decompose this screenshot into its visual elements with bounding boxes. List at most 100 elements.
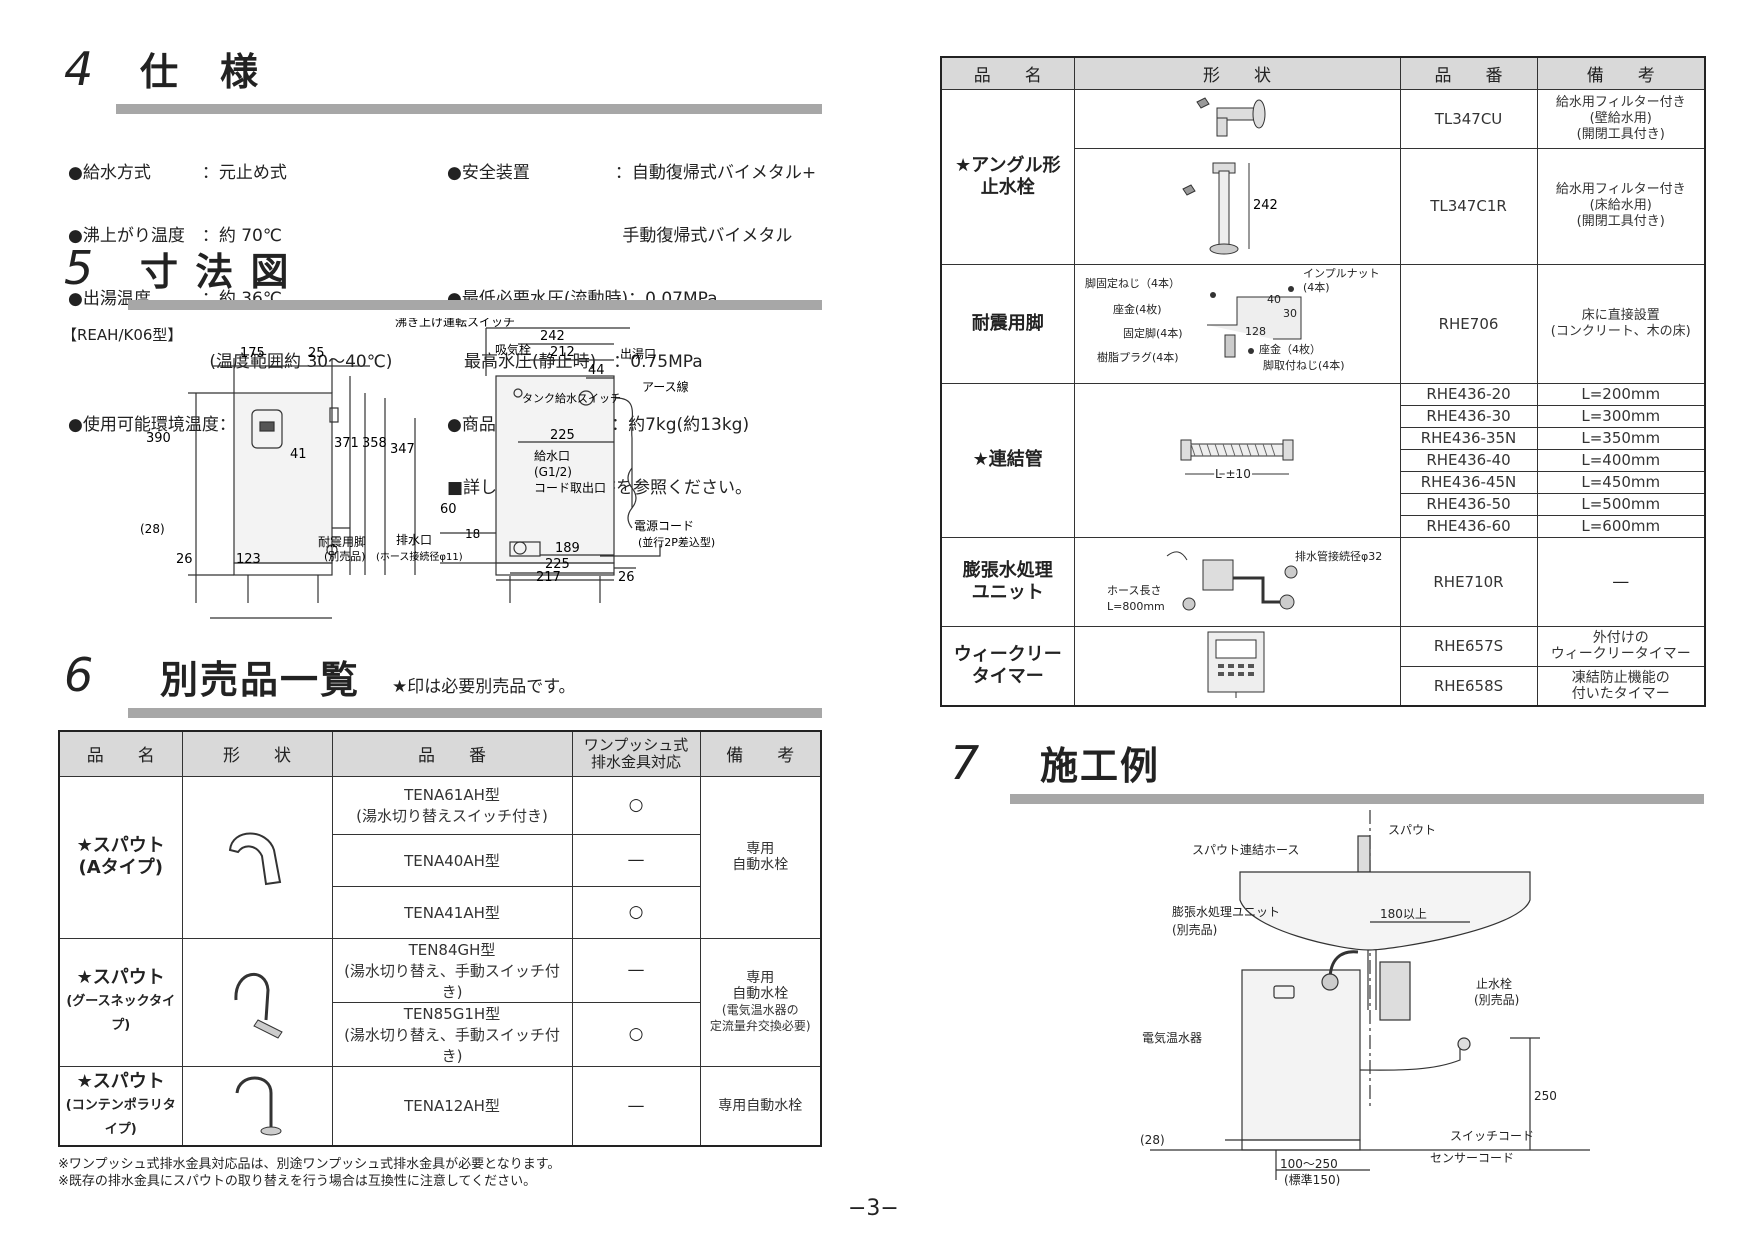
col-header: 品 名 [58, 730, 183, 777]
part-number: TEN85G1H型 [403, 1004, 501, 1023]
leg-label: 座金(4枚) [1113, 302, 1162, 316]
footnote: ※ワンプッシュ式排水金具対応品は、別途ワンプッシュ式排水金具が必要となります。 [58, 1157, 561, 1172]
leg-label: 脚取付ねじ(4本) [1263, 358, 1345, 372]
install-label: スパウト [1388, 823, 1436, 837]
onepush-mark: — [571, 1065, 701, 1147]
part-number: TEN84GH型 [408, 940, 496, 959]
install-label: (別売品) [1172, 922, 1217, 937]
section-7-number: 7 [950, 736, 980, 790]
note-cell: 凍結防止機能の 付いたタイマー [1536, 665, 1706, 707]
col-header: 備 考 [699, 730, 822, 777]
note-text: 専用 自動水栓 [732, 970, 789, 1002]
connecting-pipe-illustration: L ±10 [1073, 382, 1401, 538]
product-name: ★スパウト (グースネックタイプ) [58, 937, 183, 1067]
spout-a-illustration [181, 775, 333, 939]
part-number: RHE706 [1399, 263, 1538, 384]
dim-175: 175 [240, 346, 265, 361]
leg-dim: 30 [1283, 307, 1297, 320]
onepush-mark: ○ [571, 1001, 701, 1067]
accessories-table: 品 名 形 状 品 番 備 考 ★アングル形 止水栓 TL347CU 給水用フィ… [940, 56, 1706, 707]
note-cell: L=350mm [1536, 426, 1706, 450]
note-cell: 専用自動水栓 [699, 1065, 822, 1147]
dim-label: 吸気栓 [495, 342, 531, 357]
dim-25: 25 [308, 346, 325, 361]
note-cell: L=600mm [1536, 514, 1706, 538]
install-label: (標準150) [1284, 1172, 1340, 1187]
section-4-bar [116, 104, 822, 114]
spout-contemporary-illustration [181, 1065, 333, 1147]
note-cell: L=200mm [1536, 382, 1706, 406]
dimension-drawing: 175 25 390 41 (28) 26 123 沸き上げ運転スイッチ 280… [140, 318, 715, 619]
install-label: スパウト連結ホース [1192, 843, 1299, 857]
spec-line: ●沸上がり温度 ：約 70℃ [68, 226, 282, 246]
part-number: RHE710R [1399, 536, 1538, 627]
dim-label: (ホース接続径φ11) [376, 550, 463, 563]
dim-label: 排水口 [396, 533, 432, 547]
note-cell: 床に直接設置 (コンクリート、木の床) [1536, 263, 1706, 384]
section-5-number: 5 [64, 241, 94, 295]
part-number: TL347CU [1399, 88, 1538, 149]
product-name: 膨張水処理 ユニット [940, 536, 1075, 627]
part-number: TL347C1R [1399, 147, 1538, 265]
leg-dim: 128 [1245, 325, 1266, 338]
install-label: スイッチコード [1450, 1129, 1534, 1143]
section-6-note: ★印は必要別売品です。 [392, 677, 576, 697]
leg-label: 座金（4枚） [1259, 342, 1321, 356]
leg-label: (4本) [1303, 280, 1330, 294]
part-number: RHE436-20 [1399, 382, 1538, 406]
note-cell: L=300mm [1536, 404, 1706, 428]
note-cell: L=450mm [1536, 470, 1706, 494]
footnote: ※既存の排水金具にスパウトの取り替えを行う場合は互換性に注意してください。 [58, 1174, 537, 1189]
dim-label: 出湯口 [620, 347, 656, 361]
note-cell: 給水用フィルター付き (床給水用) (開閉工具付き) [1536, 147, 1706, 265]
name-text: ★スパウト [76, 1070, 165, 1092]
spout-gooseneck-illustration [181, 937, 333, 1067]
dim-212: 212 [550, 345, 575, 360]
dim-242: 242 [1253, 198, 1278, 213]
install-label: 100～250 [1280, 1157, 1338, 1171]
dim-label: 耐震用脚 [318, 534, 366, 549]
exp-label: 排水管接続径φ32 [1295, 549, 1382, 563]
name-sub: (グースネックタイプ) [66, 994, 176, 1033]
col-header: 形 状 [1073, 56, 1401, 90]
col-header: 形 状 [181, 730, 333, 777]
part-number: RHE436-30 [1399, 404, 1538, 428]
dim-358: 358 [362, 436, 387, 451]
exp-label: ホース長さ [1107, 584, 1161, 597]
dim-347: 347 [390, 442, 415, 457]
dim-label: タンク給水スイッチ [522, 391, 621, 405]
part-number-sub: (湯水切り替えスイッチ付き) [356, 807, 548, 825]
leg-label: 樹脂プラグ(4本) [1097, 350, 1179, 364]
part-number: RHE436-45N [1399, 470, 1538, 494]
note-cell: L=400mm [1536, 448, 1706, 472]
seismic-leg-illustration: 脚固定ねじ（4本） 座金(4枚) 固定脚(4本) 樹脂プラグ(4本) インプルナ… [1073, 263, 1401, 384]
product-name: ★スパウト (Aタイプ) [58, 775, 183, 939]
spec-line: (温度範囲約 30～40℃) [68, 352, 393, 372]
section-7-bar [1010, 794, 1704, 804]
dim-225b: 225 [545, 557, 570, 572]
spec-line: 手動復帰式バイメタル [447, 226, 793, 246]
part-number: TENA41AH型 [331, 885, 573, 939]
dim-label: (G1/2) [534, 465, 572, 479]
part-number-cell: TENA61AH型 (湯水切り替えスイッチ付き) [331, 775, 573, 835]
dim-280: 280 [540, 318, 565, 320]
onepush-mark: — [571, 833, 701, 887]
dim-label: 電源コード [634, 519, 694, 533]
dim-60: 60 [440, 502, 457, 517]
install-label: 膨張水処理ユニット [1172, 905, 1280, 919]
exp-label: L=800mm [1107, 600, 1165, 613]
part-number: TENA12AH型 [331, 1065, 573, 1147]
angle-valve-wall-illustration [1073, 88, 1401, 149]
part-number: TENA40AH型 [331, 833, 573, 887]
install-label: 電気温水器 [1142, 1030, 1202, 1045]
col-header: ワンプッシュ式 排水金具対応 [571, 730, 701, 777]
options-table: 品 名 形 状 品 番 ワンプッシュ式 排水金具対応 備 考 ★スパウト (Aタ… [58, 730, 822, 1147]
note-cell: L=500mm [1536, 492, 1706, 516]
model-label: 【REAH/K06型】 [62, 326, 183, 344]
dim-371: 371 [334, 436, 359, 451]
section-5-bar [128, 300, 822, 310]
dim-26b: 26 [618, 570, 635, 585]
section-4-title: 仕 様 [140, 50, 261, 94]
product-name: ウィークリー タイマー [940, 625, 1075, 707]
part-number: TENA61AH型 [404, 786, 500, 804]
